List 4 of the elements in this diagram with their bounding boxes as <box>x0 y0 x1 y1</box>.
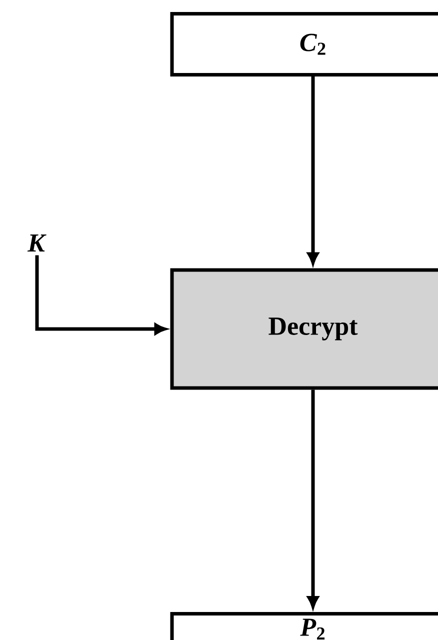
key-label: K <box>27 234 46 252</box>
plaintext-box: P$_{2}$ <box>170 612 438 640</box>
process-box: Decrypt <box>170 268 438 390</box>
ciphertext-box: C$_{2}$ <box>170 12 438 76</box>
